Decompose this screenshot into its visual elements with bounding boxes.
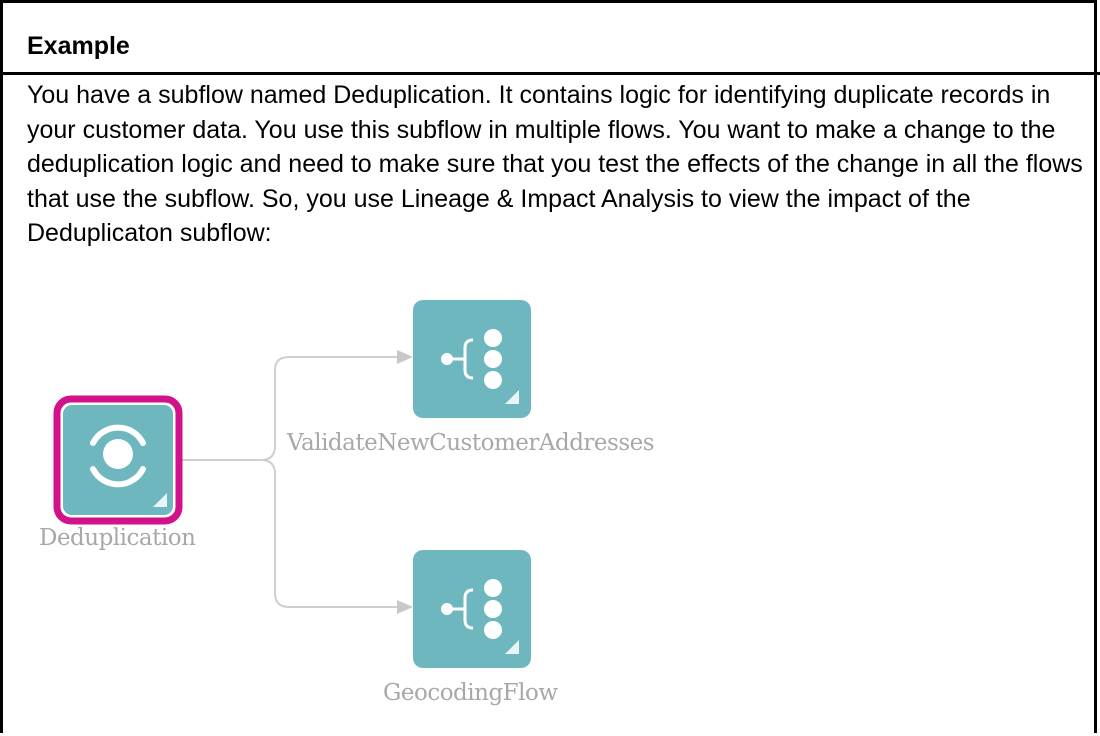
geocoding-node[interactable] (413, 550, 531, 673)
flow-icon (413, 300, 531, 418)
example-title: Example (27, 32, 130, 60)
subflow-icon (53, 395, 183, 525)
deduplication-label: Deduplication (39, 525, 196, 551)
impact-analysis-diagram: Deduplication ValidateNewCustomerAddress… (3, 278, 1100, 736)
validate-node[interactable] (413, 300, 531, 423)
geocoding-label: GeocodingFlow (383, 680, 558, 706)
arrowhead-geocoding (397, 600, 413, 614)
flow-icon (413, 550, 531, 668)
arrowhead-validate (397, 350, 413, 364)
connector-lines (181, 350, 413, 614)
example-paragraph: You have a subflow named Deduplication. … (27, 78, 1087, 251)
deduplication-node[interactable] (53, 395, 183, 530)
validate-label: ValidateNewCustomerAddresses (287, 430, 655, 456)
connector-to-validate (181, 356, 401, 461)
title-divider (3, 72, 1100, 75)
connector-to-geocoding (260, 459, 401, 608)
example-paragraph-text: You have a subflow named Deduplication. … (27, 81, 1083, 247)
